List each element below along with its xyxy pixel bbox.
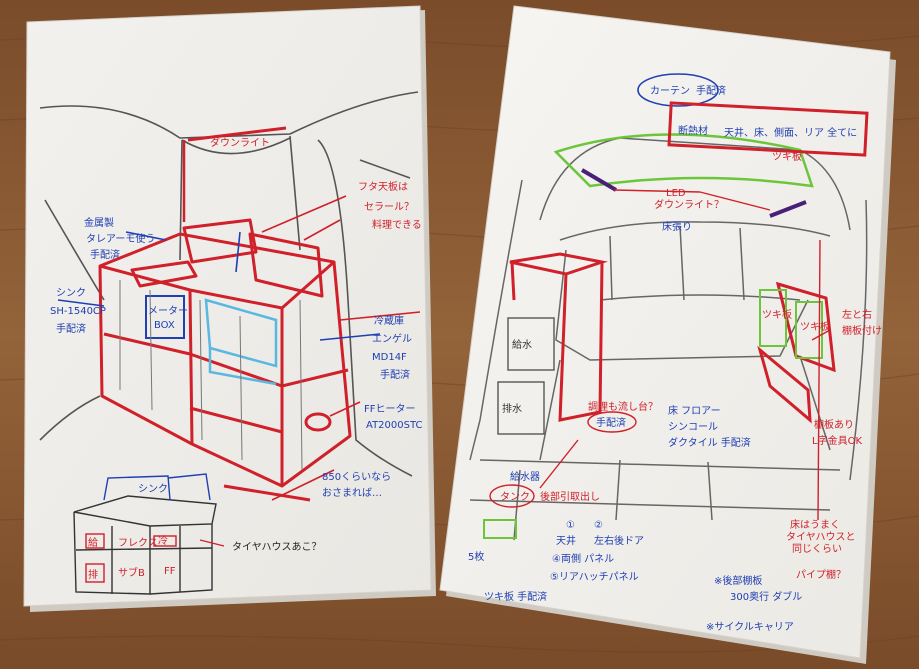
led-right [769,200,807,218]
label-order-3: 天井 [556,534,576,547]
label-side-board-2: ツキ板 [800,320,830,333]
label-fridge-model: MD14F [372,352,407,363]
kitchen-note-circle [587,411,637,433]
label-metal-2: タレアーモ使う [86,232,155,245]
label-sink-status: 手配済 [56,322,86,335]
label-water-supply: 給水 [512,338,532,351]
label-cycle: ※サイクルキャリア [706,621,794,633]
label-inset-left1: 給 [88,536,98,549]
right-arrows [539,189,831,521]
label-insulation-detail: 天井、床、側面、リア 全てに [724,126,857,139]
label-meter-box-2: BOX [154,320,175,331]
tank-circle [489,484,535,508]
label-led: LED [666,188,686,199]
label-board-status: ツキ板 手配済 [484,590,547,603]
label-order-title: 後部引取出し [540,490,600,503]
left-inset-sketch [73,473,225,595]
label-order-4: 左右後ドア [594,534,644,547]
label-tank: タンク [500,491,530,503]
kitchen-cabinet-sketch [98,126,352,502]
ceiling-board-sketch [553,133,814,188]
label-meter-box: メーター [148,305,188,317]
label-kitchen-note: 調理も流し台？ [588,400,658,413]
label-sink: シンク [56,287,86,299]
cabinet-pencil-lines [119,280,303,471]
label-floor: 床 フロアー [668,404,721,417]
ff-heater-vent [304,412,332,432]
label-floor-2: シンコール [668,422,718,433]
fridge-sketch [204,298,278,386]
label-board-ceiling: ツキ板 [772,150,802,163]
label-rear-shelf: ※後部棚板 [714,574,762,587]
label-fridge-brand: エンゲル [372,333,412,345]
left-sheet: ダウンライト フタ天板は セラール？ 料理できる 金属製 タレアーモ使う 手配済… [23,5,436,612]
left-blue-arrows [57,231,381,341]
label-ff-heater: FFヒーター [364,403,416,415]
label-side-note-2: 棚板付け [842,324,882,337]
curtain-circle [637,73,719,107]
label-rear-seat: 床張り [662,220,692,233]
label-top-board-3: 料理できる [372,218,422,231]
label-order-6: ⑤リアハッチパネル [550,571,639,583]
label-sink-model: SH-1540CP [50,306,106,317]
label-order-5: ④両側 パネル [552,552,614,565]
label-rear-shelf-2: 300奥行 ダブル [730,590,802,603]
label-top-board-2: セラール？ [364,201,414,213]
label-tire-left: 床はうまく [790,518,840,531]
label-tire-left-3: 同じくらい [792,543,842,555]
right-sheet: カーテン 手配済 断熱材 天井、床、側面、リア 全てに ツキ板 LED ダウンラ… [439,5,896,664]
label-order-1: ① [566,520,575,531]
label-led-2: ダウンライト？ [654,198,724,211]
water-tanks [497,317,555,435]
label-kitchen-note-2: 手配済 [596,416,626,429]
label-side-board: ツキ板 [762,308,792,321]
label-inset-sub: サブB [118,566,145,579]
label-tank-2: 給水器 [510,470,540,483]
label-fridge: 冷蔵庫 [374,314,404,327]
label-inset-cold: 冷 [158,534,168,547]
label-pipe: パイプ棚？ [796,568,846,581]
label-tire-note: タイヤハウスあこ？ [232,541,322,553]
label-water-drain: 排水 [502,402,522,415]
label-side-note-3: 棚板あり [814,418,854,431]
label-five: 5枚 [468,550,484,563]
label-metal: 金属製 [84,216,114,229]
label-downlight: ダウンライト [210,136,270,149]
label-top-board: フタ天板は [358,180,408,193]
label-side-note-4: L字金具OK [812,434,862,447]
label-width-note-2: おさまれば… [322,487,382,499]
left-arrows [261,195,421,501]
label-order-2: ② [594,520,603,531]
label-floor-3: ダクタイル 手配済 [668,436,751,449]
label-width-note: 850くらいなら [322,471,391,483]
label-inset-left2: 排 [88,568,98,581]
left-van-outline [39,91,419,477]
led-left [580,168,618,192]
meter-box-outline [145,295,185,339]
right-van-outline [469,137,868,541]
label-curtain: カーテン [650,85,690,97]
label-side-note: 左と右 [842,308,872,321]
label-metal-3: 手配済 [90,248,120,261]
label-inset-flex: フレクス [118,537,158,549]
right-kitchen-unit [509,252,608,422]
right-paper [439,5,891,659]
label-fridge-status: 手配済 [380,368,410,381]
label-tire-left-2: タイヤハウスと [786,531,856,543]
label-ff-model: AT2000STC [366,420,422,431]
label-curtain-status: 手配済 [696,84,726,97]
label-inset-sink: シンク [138,483,168,495]
label-insulation: 断熱材 [678,124,708,137]
label-inset-ff: FF [164,566,176,577]
right-side-boards [483,289,823,539]
right-side-shelves [757,281,836,424]
insulation-box [667,101,869,157]
